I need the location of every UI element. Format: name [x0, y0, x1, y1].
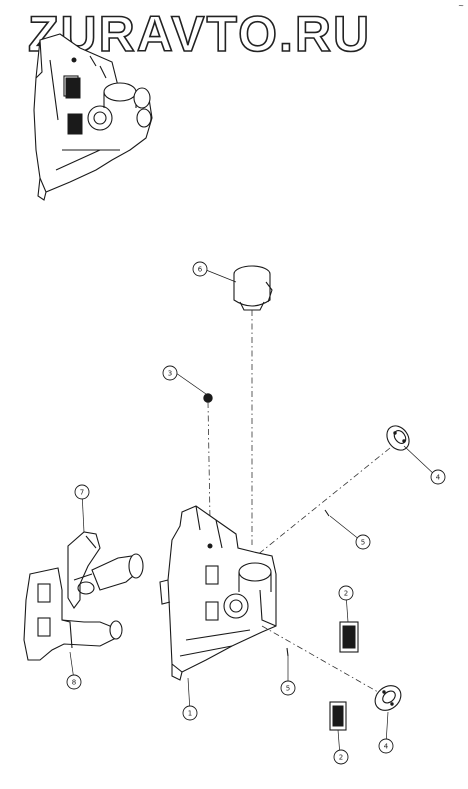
callout-label-4-top: 4	[436, 474, 441, 482]
callout-5-upper: 5	[355, 534, 371, 550]
part-2-pad-lower	[329, 701, 347, 731]
callout-label-4-bottom: 4	[384, 743, 389, 751]
callout-label-5-lower: 5	[286, 685, 290, 693]
callout-6: 6	[192, 261, 208, 277]
corner-mark: ~	[458, 2, 464, 10]
leader-lines	[69, 269, 437, 757]
callout-7: 7	[74, 484, 90, 500]
part-2-pad-upper	[339, 621, 359, 653]
part-1-bracket	[159, 505, 277, 681]
part-5-pin-lower	[286, 647, 289, 657]
assembled-view	[33, 33, 153, 201]
callout-label-2-lower: 2	[339, 754, 343, 762]
callout-4-top: 4	[430, 469, 446, 485]
axis-line-3	[207, 401, 211, 521]
callout-label-1: 1	[188, 710, 192, 718]
callout-label-6: 6	[198, 266, 203, 274]
callout-1: 1	[182, 705, 198, 721]
callout-label-7: 7	[80, 489, 84, 497]
part-8-housing	[23, 567, 123, 661]
callout-2-upper: 2	[338, 585, 354, 601]
callout-2-lower: 2	[333, 749, 349, 765]
callout-label-8: 8	[72, 679, 76, 687]
part-7-tube	[67, 531, 144, 609]
callout-4-bottom: 4	[378, 738, 394, 754]
callout-label-5-upper: 5	[361, 539, 365, 547]
part-4-disc-bottom	[374, 685, 402, 711]
callout-8: 8	[66, 674, 82, 690]
callout-label-3: 3	[168, 370, 172, 378]
callout-3: 3	[162, 365, 178, 381]
callout-label-2-upper: 2	[344, 590, 348, 598]
axis-line-4-top	[255, 447, 391, 557]
part-5-pin-upper	[324, 509, 330, 517]
part-4-disc-top	[386, 425, 410, 451]
part-3-ball	[203, 393, 213, 403]
axis-line-4-bottom	[261, 625, 379, 693]
part-6-cap	[233, 265, 273, 311]
callout-5-lower: 5	[280, 680, 296, 696]
